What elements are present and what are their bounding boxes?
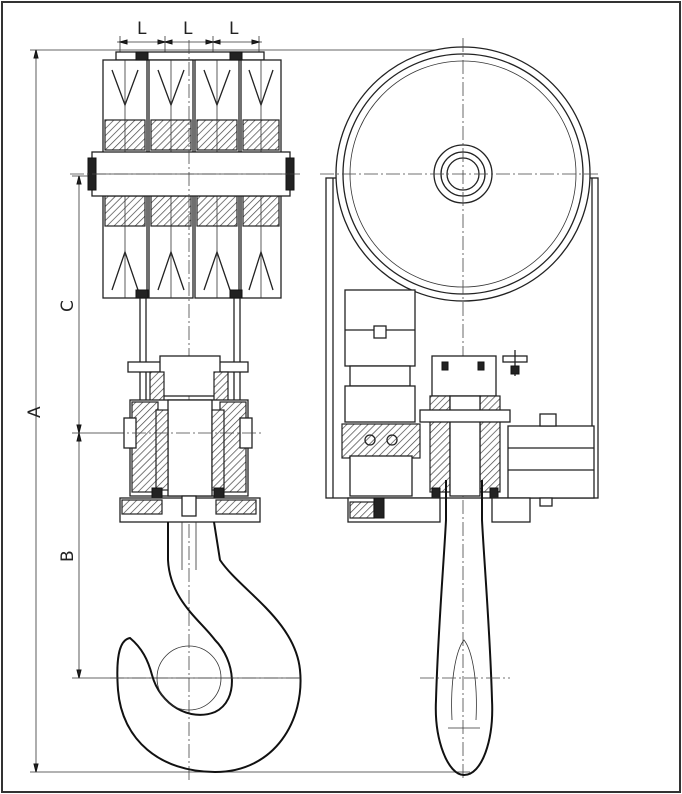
dimension-l-3: L bbox=[229, 19, 239, 39]
motor bbox=[341, 289, 421, 497]
sheave-block-front-view bbox=[87, 51, 295, 400]
bolt-detail bbox=[502, 350, 528, 376]
dimension-l-1: L bbox=[137, 19, 147, 39]
dimension-l-2: L bbox=[183, 19, 193, 39]
dimension-a-label: A bbox=[25, 406, 45, 418]
dimension-a: A bbox=[25, 49, 470, 773]
crosshead-side-view bbox=[419, 355, 511, 499]
side-view bbox=[320, 38, 600, 780]
dimension-b-label: B bbox=[58, 550, 78, 562]
hook-front-view bbox=[110, 521, 302, 774]
gearbox bbox=[507, 413, 595, 507]
crosshead-front-view bbox=[110, 355, 262, 523]
hook-side-view bbox=[420, 480, 510, 777]
side-bottom-plate-right bbox=[491, 497, 531, 523]
dimension-c-label: C bbox=[58, 300, 78, 312]
